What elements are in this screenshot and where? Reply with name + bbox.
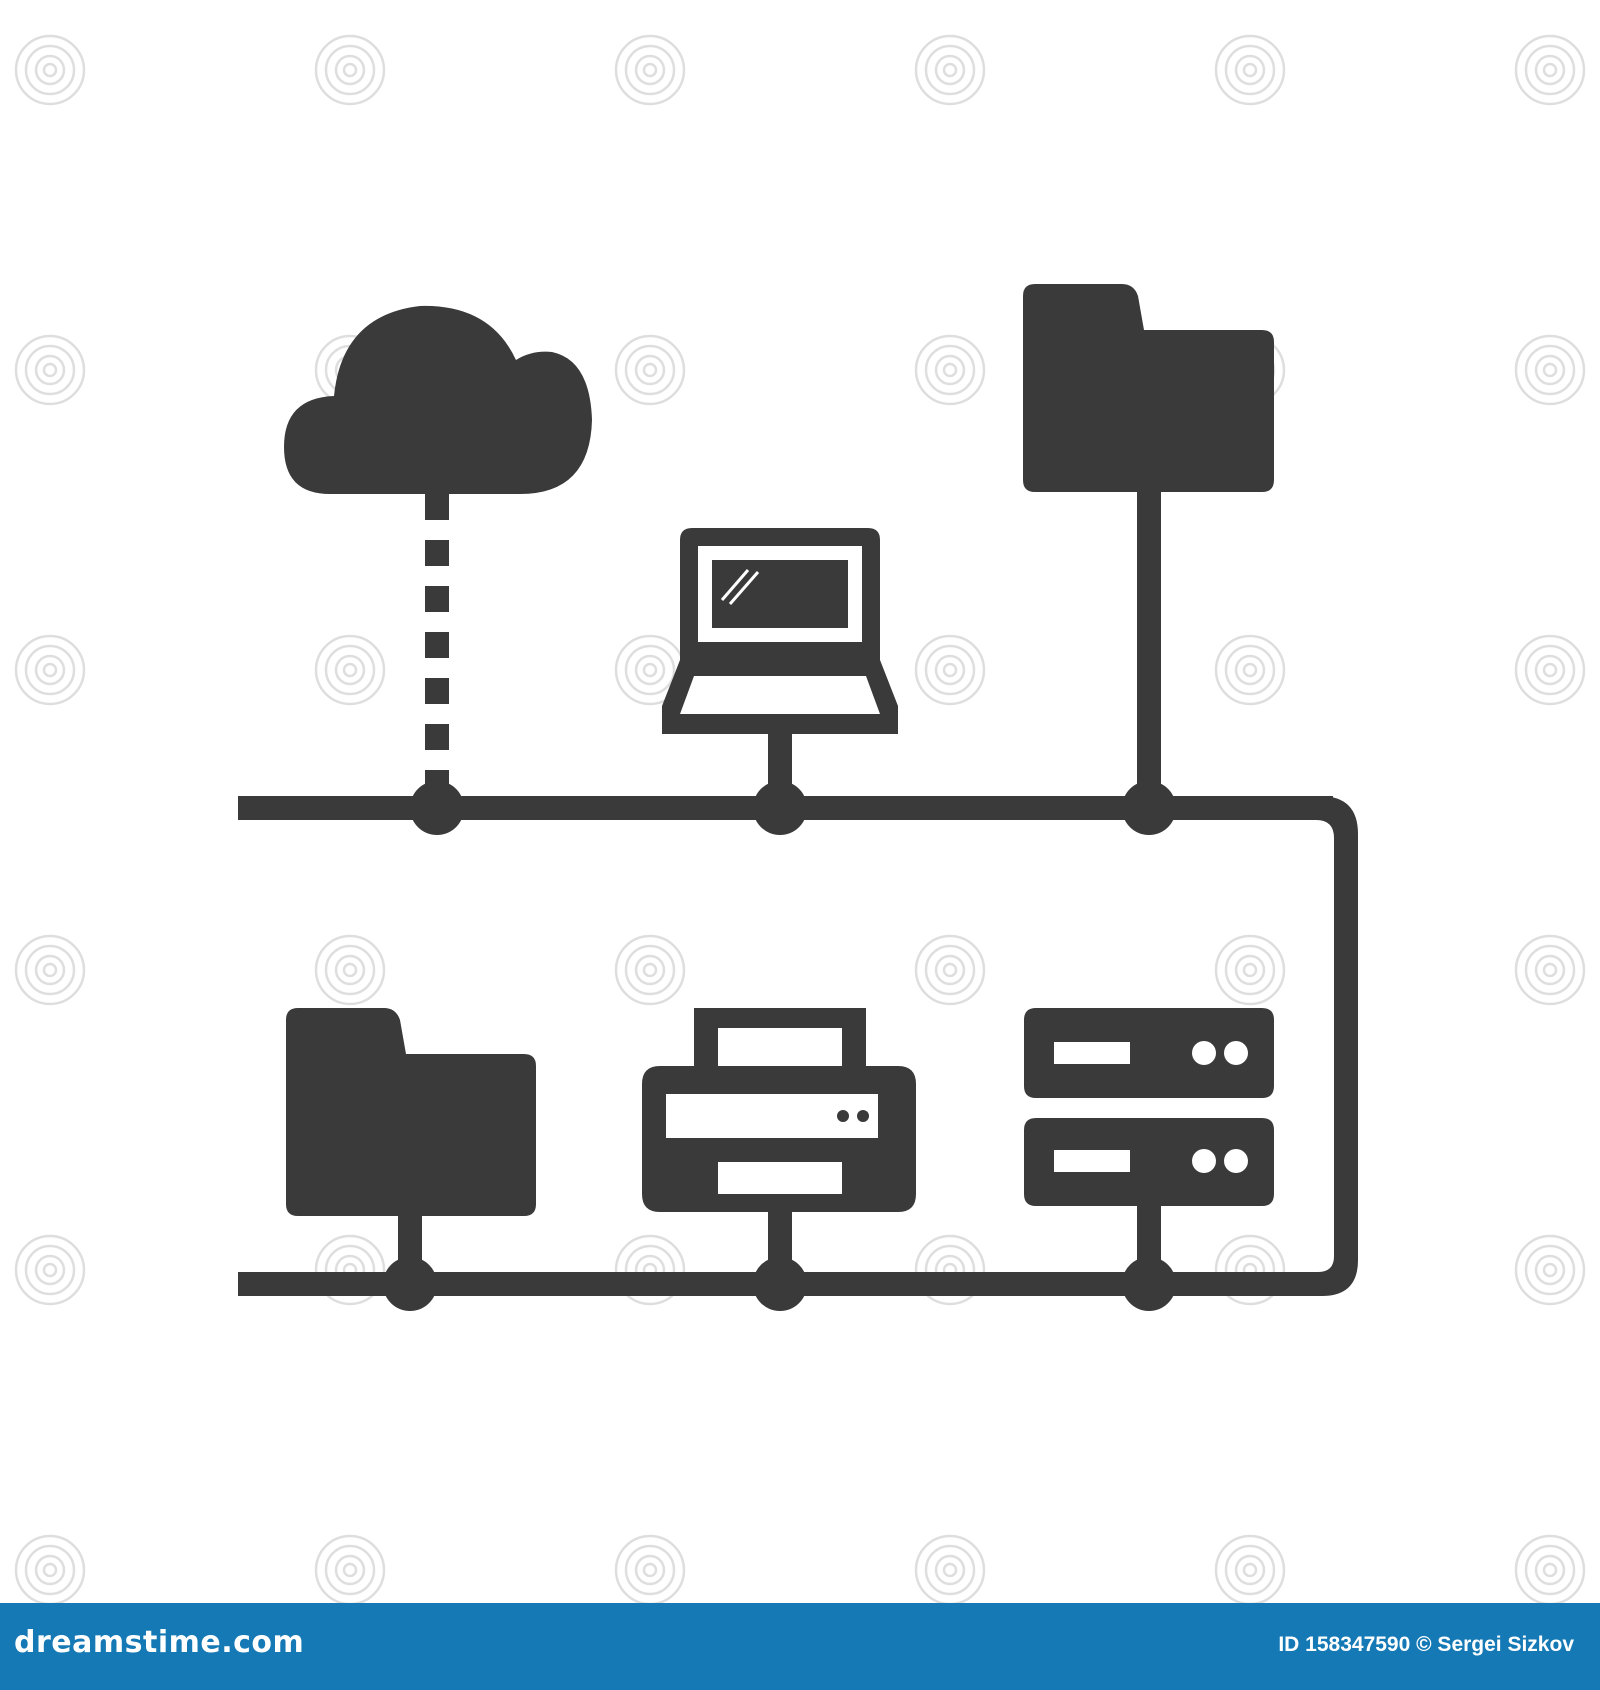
watermark-swirl [614, 1534, 686, 1606]
folder-node-junction [1122, 781, 1176, 835]
watermark-swirl [914, 634, 986, 706]
watermark-swirl [14, 334, 86, 406]
server-node-junction [1122, 1257, 1176, 1311]
cloud-icon [284, 305, 592, 494]
image-credit: ID 158347590 © Sergei Sizkov [1278, 1633, 1574, 1656]
watermark-swirl [614, 34, 686, 106]
watermark-swirl [1514, 1234, 1586, 1306]
cloud-dashed-link [425, 494, 449, 800]
watermark-swirl [1214, 1534, 1286, 1606]
printer-icon [642, 1008, 916, 1212]
folder-link [1137, 492, 1161, 800]
laptop-icon [662, 528, 898, 734]
laptop-screen-glare [720, 569, 760, 605]
server-icon [1024, 1008, 1274, 1206]
watermark-swirl [314, 934, 386, 1006]
watermark-swirl [1214, 34, 1286, 106]
folder-bottom-junction [383, 1257, 437, 1311]
watermark-swirl [314, 34, 386, 106]
watermark-swirl [914, 34, 986, 106]
watermark-swirl [14, 634, 86, 706]
watermark-swirl [14, 34, 86, 106]
watermark-swirl [14, 1234, 86, 1306]
watermark-pattern [14, 34, 1586, 1606]
watermark-swirl [1214, 934, 1286, 1006]
watermark-swirl [914, 1534, 986, 1606]
watermark-swirl [1214, 634, 1286, 706]
printer-node-junction [753, 1257, 807, 1311]
watermark-swirl [1514, 634, 1586, 706]
laptop-node-junction [753, 781, 807, 835]
watermark-swirl [314, 634, 386, 706]
brand-logo: dreamstime.com [14, 1625, 305, 1660]
folder-icon-bottom [286, 1008, 536, 1216]
watermark-swirl [14, 1534, 86, 1606]
folder-icon [1023, 284, 1274, 492]
watermark-swirl [1514, 934, 1586, 1006]
watermark-swirl [614, 334, 686, 406]
cloud-node-junction [410, 781, 464, 835]
watermark-swirl [914, 934, 986, 1006]
watermark-swirl [614, 934, 686, 1006]
watermark-swirl [1514, 1534, 1586, 1606]
watermark-swirl [314, 1534, 386, 1606]
watermark-swirl [14, 934, 86, 1006]
watermark-swirl [914, 334, 986, 406]
watermark-swirl [1514, 34, 1586, 106]
right-bus-connector [1300, 796, 1358, 1296]
watermark-swirl [1514, 334, 1586, 406]
footer-bar: dreamstime.com ID 158347590 © Sergei Siz… [0, 1603, 1600, 1690]
